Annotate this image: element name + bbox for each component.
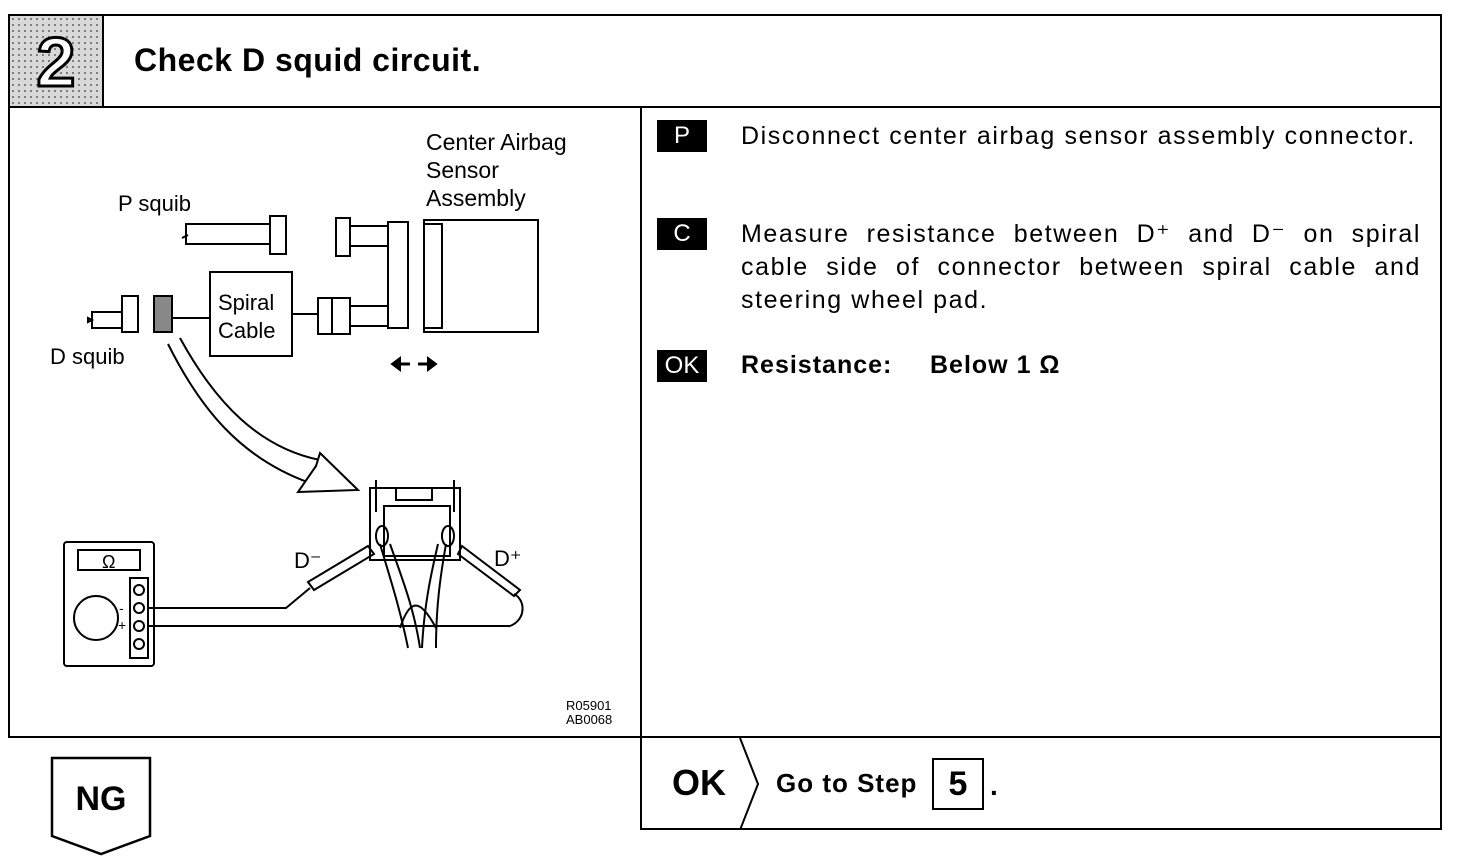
spiral-label-2: Cable xyxy=(218,318,275,343)
ng-branch-shape xyxy=(50,756,152,856)
d-squib-label: D squib xyxy=(50,344,125,369)
ref-code-1: R05901 xyxy=(566,698,612,713)
meter-leads xyxy=(148,587,524,627)
p-squib-label: P squib xyxy=(118,191,191,216)
ref-code-2: AB0068 xyxy=(566,712,612,727)
spiral-cable-box: Spiral Cable xyxy=(172,271,293,357)
sensor-connectors xyxy=(292,217,539,372)
goto-period: . xyxy=(990,770,998,801)
step-number-box: 2 xyxy=(8,14,104,108)
d-minus-label: D⁻ xyxy=(294,548,322,573)
tag-p: P xyxy=(657,120,707,152)
meter-minus: - xyxy=(119,600,124,616)
center-sensor-label-1: Center Airbag xyxy=(426,129,567,155)
ok-branch-label: OK xyxy=(672,762,726,803)
d-squib-connector xyxy=(87,295,173,333)
ohm-symbol: Ω xyxy=(102,552,115,572)
page-title: Check D squid circuit. xyxy=(134,42,482,78)
connector-closeup: D⁻ D⁺ xyxy=(294,480,522,649)
zoom-arrow xyxy=(167,337,361,494)
center-sensor-label-2: Sensor xyxy=(426,157,499,183)
instruction-measure: Measure resistance between D⁺ and D⁻ on … xyxy=(741,220,1421,314)
step-number: 2 xyxy=(35,22,77,103)
tag-c: C xyxy=(657,218,707,250)
ohmmeter: Ω - + xyxy=(63,541,155,667)
tag-ok: OK xyxy=(657,350,707,382)
p-squib-connector xyxy=(181,215,287,255)
ok-branch-frame xyxy=(640,736,1442,830)
center-sensor-label-3: Assembly xyxy=(426,185,526,211)
wiring-diagram: Center Airbag Sensor Assembly P squib D … xyxy=(50,129,612,727)
resistance-value: Below 1 Ω xyxy=(930,351,1061,379)
d-plus-label: D⁺ xyxy=(494,546,522,571)
instruction-disconnect: Disconnect center airbag sensor assembly… xyxy=(741,122,1416,150)
column-divider xyxy=(640,106,642,738)
ng-branch-label: NG xyxy=(75,780,127,818)
goto-step-number: 5 xyxy=(932,758,984,810)
goto-step-text: Go to Step xyxy=(776,768,918,798)
ok-chevron-icon xyxy=(739,738,760,830)
spiral-label-1: Spiral xyxy=(218,290,274,315)
meter-plus: + xyxy=(118,617,126,633)
resistance-label: Resistance: xyxy=(741,351,893,379)
